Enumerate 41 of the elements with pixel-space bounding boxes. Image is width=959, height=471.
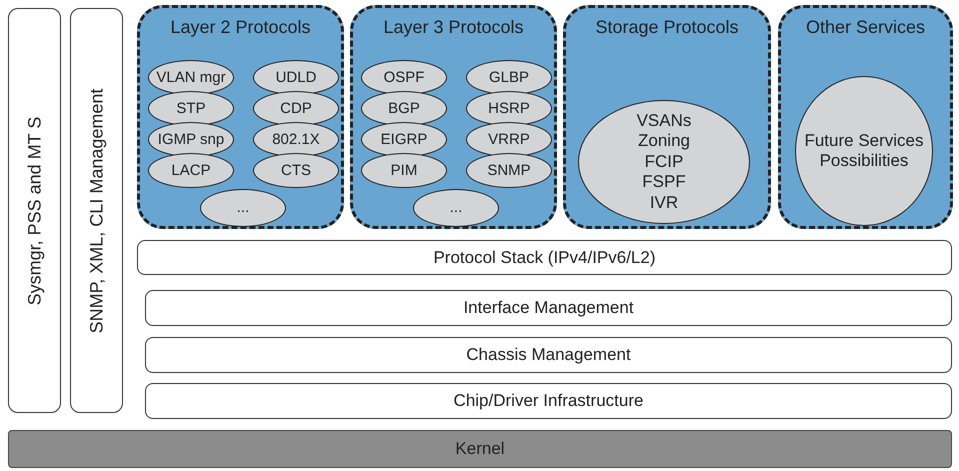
protocol-ellipse: HSRP [466, 91, 552, 126]
protocol-ellipse: VRRP [466, 122, 552, 157]
protocol-ellipse: IGMP snp [148, 122, 234, 157]
dashed-group-box [563, 5, 771, 229]
protocol-ellipse: OSPF [361, 60, 447, 95]
group-title: Other Services [804, 17, 926, 38]
vertical-label: Sysmgr, PSS and MT S [24, 116, 45, 305]
protocol-ellipse: PIM [361, 153, 447, 188]
protocol-ellipse: BGP [361, 91, 447, 126]
layer-bar: Chip/Driver Infrastructure [145, 383, 952, 419]
protocol-label: VSANs [636, 111, 692, 132]
protocol-ellipse: GLBP [466, 60, 552, 95]
layer-bar: Protocol Stack (IPv4/IPv6/L2) [137, 240, 952, 275]
protocol-label: IVR [650, 192, 678, 213]
kernel-bar: Kernel [8, 430, 952, 468]
dashed-group-box [137, 5, 344, 229]
protocol-ellipse: SNMP [466, 153, 552, 188]
protocol-ellipse: CDP [253, 91, 339, 126]
side-column-box [70, 8, 123, 413]
protocol-ellipse: CTS [253, 153, 339, 188]
side-column-box [8, 8, 61, 413]
protocol-label: Zoning [638, 131, 690, 152]
group-title: Layer 3 Protocols [382, 17, 525, 38]
protocol-label: FSPF [642, 172, 686, 193]
protocol-ellipse: Future Services Possibilities [795, 76, 933, 226]
group-title: Layer 2 Protocols [169, 17, 312, 38]
dashed-group-box [778, 5, 953, 229]
protocol-label: FCIP [644, 152, 684, 172]
protocol-ellipse: LACP [148, 153, 234, 188]
protocol-ellipse: ... [413, 189, 499, 227]
layer-bar: Chassis Management [145, 337, 952, 373]
protocol-ellipse: UDLD [253, 60, 339, 95]
layer-bar: Interface Management [145, 290, 952, 326]
vertical-label: SNMP, XML, CLI Management [86, 88, 107, 333]
dashed-group-box [350, 5, 557, 229]
protocol-ellipse: ... [200, 189, 286, 227]
protocol-ellipse: 802.1X [253, 122, 339, 157]
group-title: Storage Protocols [594, 17, 740, 38]
protocol-ellipse: EIGRP [361, 122, 447, 157]
protocol-ellipse: STP [148, 91, 234, 126]
protocol-ellipse: VLAN mgr [148, 60, 234, 95]
